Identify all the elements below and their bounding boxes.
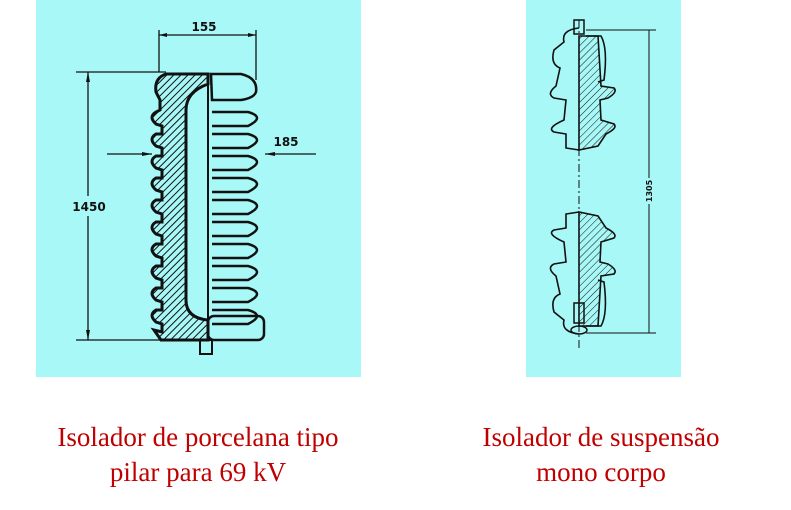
right-caption-line2: mono corpo (536, 457, 666, 487)
porcelain-outline (549, 211, 580, 335)
metal-cap (586, 279, 607, 327)
dimension-arrows (86, 33, 275, 340)
ball-end (570, 325, 588, 335)
cap (209, 72, 258, 102)
dim-side-label: 185 (273, 135, 298, 149)
dim-height-label: 1450 (72, 200, 105, 214)
sectioned-half (150, 72, 210, 342)
metal-cap (586, 35, 607, 83)
pillar-insulator-drawing: 155 185 1450 (36, 0, 361, 377)
sectioned-half (578, 211, 616, 327)
insulator-body (150, 72, 266, 355)
insulator-units (549, 19, 616, 335)
dim-height-label: 1305 (645, 179, 654, 202)
base-flange (206, 314, 266, 342)
pillar-insulator-svg: 155 185 1450 (72, 20, 316, 355)
left-caption-line1: Isolador de porcelana tipo (57, 422, 339, 452)
left-caption: Isolador de porcelana tipo pilar para 69… (8, 420, 388, 490)
dim-top-label: 155 (191, 20, 216, 34)
porcelain-outline (549, 27, 580, 151)
shed (212, 132, 259, 150)
shed (212, 264, 259, 282)
top-pin (573, 19, 585, 35)
right-caption: Isolador de suspensão mono corpo (411, 420, 791, 490)
base-stud (199, 339, 213, 355)
shed (212, 286, 259, 304)
right-caption-line1: Isolador de suspensão (482, 422, 720, 452)
shed (212, 176, 259, 194)
suspension-insulator-svg: 1305 (549, 19, 657, 350)
shed (212, 198, 259, 216)
shed (212, 242, 259, 260)
suspension-insulator-drawing: 1305 (526, 0, 681, 377)
shed (212, 110, 259, 128)
left-caption-line2: pilar para 69 kV (109, 457, 287, 487)
shed (212, 154, 259, 172)
shed (212, 220, 259, 238)
bottom-pin (573, 302, 585, 324)
sectioned-half (578, 35, 616, 151)
